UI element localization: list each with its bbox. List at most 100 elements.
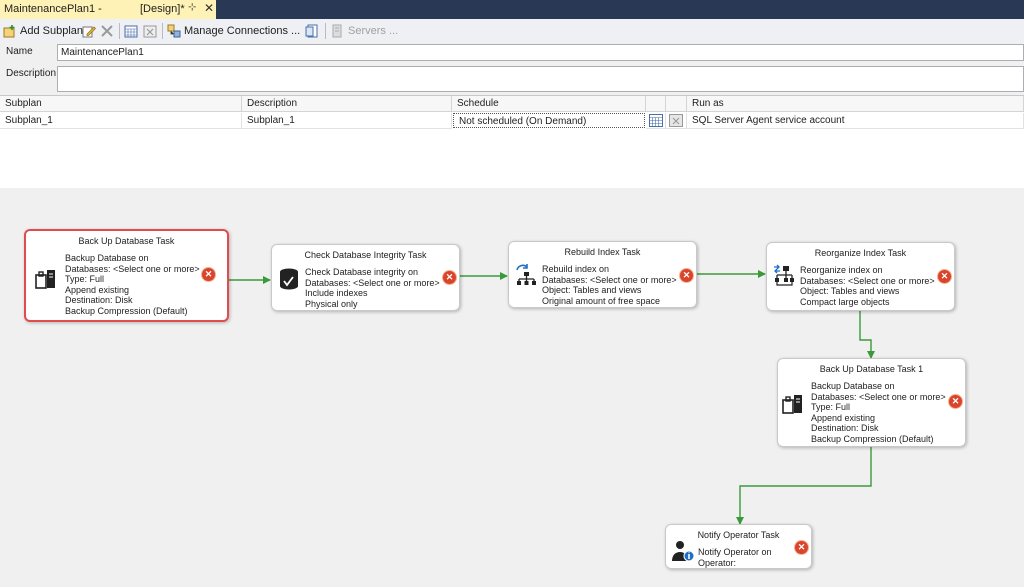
- task-line: Backup Compression (Default): [65, 305, 188, 316]
- task-line: Type: Full: [65, 274, 105, 285]
- task-line: Check Database integrity on: [305, 267, 419, 277]
- calendar-remove-icon: [143, 25, 157, 38]
- task-line: Object: Tables and views: [542, 285, 642, 296]
- tab-mode: [Design]*: [140, 3, 185, 15]
- reorganize-index-icon: [774, 264, 794, 286]
- document-tab-maintenanceplan1[interactable]: MaintenancePlan1 - [Design]* ⊹ ✕: [0, 0, 216, 21]
- error-icon[interactable]: ✕: [443, 271, 456, 284]
- task-title: Notify Operator Task: [697, 530, 780, 540]
- task-title: Back Up Database Task 1: [819, 364, 924, 374]
- error-icon[interactable]: ✕: [202, 268, 215, 281]
- edit-subplan-button[interactable]: [82, 23, 99, 39]
- servers-label: Servers ...: [348, 25, 399, 37]
- task-line: Databases: <Select one or more>: [811, 391, 946, 402]
- task-line: Destination: Disk: [811, 423, 879, 434]
- task-line: Databases: <Select one or more>: [542, 274, 677, 285]
- cell-description[interactable]: Subplan_1: [242, 113, 452, 129]
- notify-operator-icon: [672, 541, 695, 562]
- report-options-button[interactable]: [305, 23, 322, 39]
- manage-connections-label: Manage Connections ...: [184, 25, 301, 37]
- column-header-schedule-edit: [646, 96, 666, 112]
- edit-schedule-button[interactable]: [646, 113, 666, 129]
- delete-x-icon: [101, 25, 113, 37]
- connector-reorganize-to-backup2[interactable]: [859, 311, 875, 359]
- close-tab-icon[interactable]: ✕: [204, 1, 215, 15]
- calendar-icon: [124, 25, 138, 38]
- task-details: Rebuild index on Databases: <Select one …: [542, 264, 677, 306]
- task-details: Notify Operator on Operator:: [698, 547, 772, 568]
- task-check-database-integrity[interactable]: Check Database Integrity Task Check Data…: [271, 244, 460, 311]
- task-line: Notify Operator on: [698, 547, 772, 557]
- task-details: Backup Database on Databases: <Select on…: [811, 381, 946, 445]
- task-line: Include indexes: [305, 288, 368, 299]
- subplan-grid: Subplan Description Schedule Run as Subp…: [0, 95, 1024, 189]
- task-line: Object: Tables and views: [800, 286, 900, 297]
- column-header-run-as[interactable]: Run as: [687, 96, 1024, 112]
- rebuild-index-icon: [516, 264, 536, 285]
- subplan-schedule-button[interactable]: [124, 23, 141, 39]
- description-label: Description: [6, 68, 57, 79]
- task-line: Databases: <Select one or more>: [305, 277, 440, 288]
- task-line: Operator:: [698, 557, 737, 568]
- name-label: Name: [6, 46, 33, 57]
- task-rebuild-index[interactable]: Rebuild Index Task Rebuild index on Data…: [508, 241, 697, 308]
- task-backup-database[interactable]: Back Up Database Task Backup Database on…: [24, 229, 229, 322]
- connector-backup2-to-notify[interactable]: [736, 447, 872, 525]
- pin-icon[interactable]: ⊹: [188, 2, 197, 13]
- task-line: Backup Database on: [811, 381, 895, 391]
- connections-icon: [167, 24, 181, 38]
- tab-plan-name: MaintenancePlan1 -: [4, 3, 102, 15]
- plan-properties: Name MaintenancePlan1 Description: [0, 43, 1024, 97]
- toolbar-separator: [325, 23, 326, 39]
- task-line: Compact large objects: [800, 296, 890, 307]
- error-icon[interactable]: ✕: [795, 541, 808, 554]
- report-icon: [305, 24, 318, 38]
- task-line: Type: Full: [811, 402, 851, 413]
- task-title: Rebuild Index Task: [564, 247, 641, 257]
- document-tab-bar: MaintenancePlan1 - [Design]* ⊹ ✕: [0, 0, 1024, 21]
- task-title: Check Database Integrity Task: [304, 250, 427, 260]
- task-line: Original amount of free space: [542, 295, 661, 306]
- error-icon[interactable]: ✕: [949, 395, 962, 408]
- description-field[interactable]: [57, 66, 1024, 92]
- design-surface[interactable]: Back Up Database Task Backup Database on…: [0, 188, 1024, 587]
- column-header-schedule[interactable]: Schedule: [452, 96, 646, 112]
- add-subplan-button[interactable]: Add Subplan: [3, 23, 83, 39]
- add-subplan-label: Add Subplan: [20, 25, 83, 37]
- delete-subplan-button[interactable]: [100, 23, 117, 39]
- column-header-description[interactable]: Description: [242, 96, 452, 112]
- task-backup-database-1[interactable]: Back Up Database Task 1 Backup Database …: [777, 358, 966, 447]
- remove-schedule-button[interactable]: [666, 113, 687, 129]
- remove-schedule-button[interactable]: [143, 23, 160, 39]
- cell-run-as[interactable]: SQL Server Agent service account: [687, 113, 1024, 129]
- task-line: Append existing: [811, 412, 876, 423]
- task-line: Databases: <Select one or more>: [65, 263, 200, 274]
- column-header-subplan[interactable]: Subplan: [0, 96, 242, 112]
- toolbar-separator: [162, 23, 163, 39]
- task-line: Backup Database on: [65, 253, 149, 263]
- cell-schedule[interactable]: Not scheduled (On Demand): [453, 113, 645, 128]
- task-details: Reorganize index on Databases: <Select o…: [800, 265, 935, 307]
- task-details: Backup Database on Databases: <Select on…: [65, 253, 200, 317]
- backup-database-icon: [35, 270, 55, 289]
- backup-database-icon: [782, 395, 802, 414]
- error-icon[interactable]: ✕: [938, 270, 951, 283]
- cell-subplan[interactable]: Subplan_1: [0, 113, 242, 129]
- task-notify-operator[interactable]: Notify Operator Task Notify Operator on …: [665, 524, 812, 569]
- edit-pencil-icon: [82, 26, 96, 38]
- task-reorganize-index[interactable]: Reorganize Index Task Reorganize index o…: [766, 242, 955, 311]
- error-icon[interactable]: ✕: [680, 269, 693, 282]
- calendar-icon: [649, 114, 663, 127]
- servers-icon: [332, 24, 342, 38]
- name-field[interactable]: MaintenancePlan1: [57, 44, 1024, 61]
- task-line: Append existing: [65, 284, 130, 295]
- manage-connections-button[interactable]: Manage Connections ... ▼: [167, 23, 314, 39]
- servers-button[interactable]: Servers ...: [331, 23, 398, 39]
- task-line: Reorganize index on: [800, 265, 883, 275]
- database-integrity-icon: [280, 268, 298, 290]
- task-line: Databases: <Select one or more>: [800, 275, 935, 286]
- task-title: Reorganize Index Task: [814, 248, 907, 258]
- task-line: Destination: Disk: [65, 295, 133, 306]
- designer-toolbar: Add Subplan Manage Connections ... ▼: [0, 19, 1024, 44]
- calendar-remove-icon: [669, 114, 683, 127]
